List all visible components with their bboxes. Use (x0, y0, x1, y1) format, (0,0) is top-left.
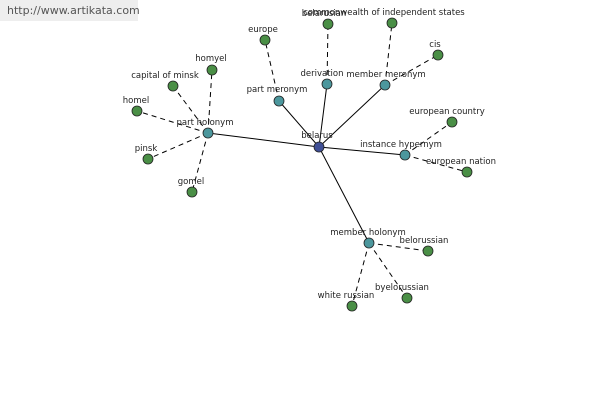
node-capital-of-minsk[interactable] (167, 80, 179, 92)
edge-member-holonym-belorussian (368, 242, 429, 252)
node-label-part-holonym: part holonym (177, 118, 234, 128)
node-label-homyel: homyel (195, 54, 227, 64)
node-part-holonym[interactable] (202, 127, 214, 139)
edge-belarus-part-holonym (207, 132, 320, 148)
node-homel[interactable] (131, 105, 143, 117)
node-label-part-meronym: part meronym (247, 85, 308, 95)
node-instance-hypernym[interactable] (399, 149, 411, 161)
node-europe[interactable] (259, 34, 271, 46)
node-label-homel: homel (123, 96, 149, 106)
node-derivation[interactable] (321, 78, 333, 90)
edge-belarus-instance-hypernym (318, 146, 406, 156)
graph-labels: belarus part holonym part meronym derivatio… (123, 8, 496, 301)
edge-part-holonym-pinsk (147, 132, 209, 160)
graph-edges (136, 22, 468, 307)
node-homyel[interactable] (206, 64, 218, 76)
edge-instance-hypernym-european-nation (404, 154, 468, 173)
node-label-member-meronym: member meronym (346, 70, 425, 80)
node-label-instance-hypernym: instance hypernym (360, 140, 442, 150)
edge-belarus-member-meronym (318, 84, 386, 148)
node-label-belarusian: belarusian (302, 9, 346, 19)
node-member-meronym[interactable] (379, 79, 391, 91)
node-commonwealth[interactable] (386, 17, 398, 29)
node-byelorussian[interactable] (401, 292, 413, 304)
node-cis[interactable] (432, 49, 444, 61)
edge-instance-hypernym-european-country (404, 121, 453, 156)
edge-member-meronym-commonwealth (384, 22, 393, 86)
node-label-europe: europe (248, 25, 278, 35)
edge-belarus-derivation (318, 83, 328, 148)
node-member-holonym[interactable] (363, 237, 375, 249)
node-label-white-russian: white russian (318, 291, 375, 301)
edge-part-holonym-homyel (207, 69, 213, 134)
edge-part-holonym-homel (136, 110, 209, 134)
edge-belarus-part-meronym (278, 100, 320, 148)
node-label-belarus: belarus (301, 131, 333, 141)
node-label-european-country: european country (409, 107, 485, 117)
node-belarus[interactable] (313, 141, 325, 153)
node-pinsk[interactable] (142, 153, 154, 165)
node-label-member-holonym: member holonym (330, 228, 405, 238)
edge-member-holonym-white-russian (351, 242, 370, 307)
node-label-cis: cis (429, 40, 441, 50)
node-label-belorussian: belorussian (400, 236, 449, 246)
watermark-url: http://www.artikata.com (0, 0, 140, 21)
node-belorussian[interactable] (422, 245, 434, 257)
edge-member-meronym-cis (384, 54, 439, 86)
node-label-gomel: gomel (178, 177, 204, 187)
edge-part-holonym-gomel (191, 132, 209, 193)
node-label-european-nation: european nation (426, 157, 496, 167)
node-label-commonwealth: commonwealth of independent states (303, 8, 465, 18)
node-label-pinsk: pinsk (135, 144, 158, 154)
node-european-nation[interactable] (461, 166, 473, 178)
edge-part-meronym-europe (264, 39, 280, 102)
graph-nodes (131, 17, 473, 312)
node-gomel[interactable] (186, 186, 198, 198)
node-label-derivation: derivation (300, 69, 343, 79)
node-part-meronym[interactable] (273, 95, 285, 107)
edge-member-holonym-byelorussian (368, 242, 408, 299)
edge-derivation-belarusian (326, 23, 329, 85)
node-label-capital-of-minsk: capital of minsk (131, 71, 199, 81)
node-belarusian[interactable] (322, 18, 334, 30)
edge-belarus-member-holonym (318, 146, 370, 244)
node-white-russian[interactable] (346, 300, 358, 312)
node-label-byelorussian: byelorussian (375, 283, 429, 293)
edge-part-holonym-capital-of-minsk (172, 85, 209, 134)
node-european-country[interactable] (446, 116, 458, 128)
